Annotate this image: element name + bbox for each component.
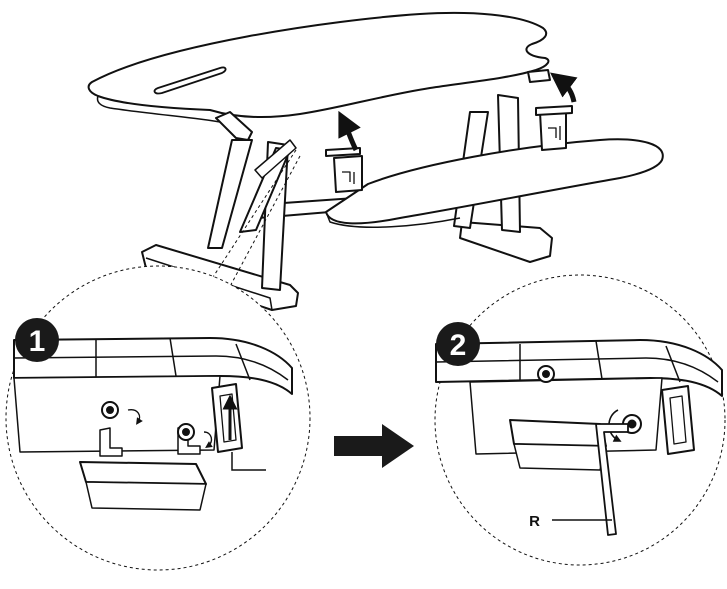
leader-line-1 xyxy=(231,452,266,471)
step-1-detail: 1 xyxy=(5,265,311,571)
step-number-2: 2 xyxy=(450,329,467,362)
curved-arrow-icon xyxy=(127,408,143,425)
desk-base-right xyxy=(459,221,553,263)
step-badge-1: 1 xyxy=(15,318,59,362)
curved-arrow-icon xyxy=(203,431,213,448)
step-number-1: 1 xyxy=(29,325,46,358)
desk-edge-1 xyxy=(13,337,293,395)
desk-top-surface xyxy=(87,11,550,118)
keyboard-tray xyxy=(325,138,664,225)
step-badge-2: 2 xyxy=(436,322,480,366)
callout-label-r: R xyxy=(529,513,540,530)
lift-arrows xyxy=(338,72,578,152)
bracket-right xyxy=(539,109,567,151)
curved-arrow-icon xyxy=(550,72,578,103)
bracket-left xyxy=(333,155,363,193)
handle-slot xyxy=(153,66,227,95)
bracket-slot-left xyxy=(99,427,123,457)
right-arrow-icon xyxy=(334,424,414,468)
hex-key-tool xyxy=(595,423,629,536)
release-lever-left xyxy=(215,111,253,141)
desk-edge-2 xyxy=(435,339,723,397)
step-2-detail: R 2 xyxy=(434,274,726,566)
zoom-connector xyxy=(197,149,301,306)
release-lever-right xyxy=(527,69,551,83)
curved-arrow-icon xyxy=(338,110,361,152)
desk-overview xyxy=(87,11,664,311)
tray-edge-1 xyxy=(79,461,207,485)
tray-edge-2 xyxy=(509,419,607,447)
gas-spring xyxy=(254,139,297,179)
